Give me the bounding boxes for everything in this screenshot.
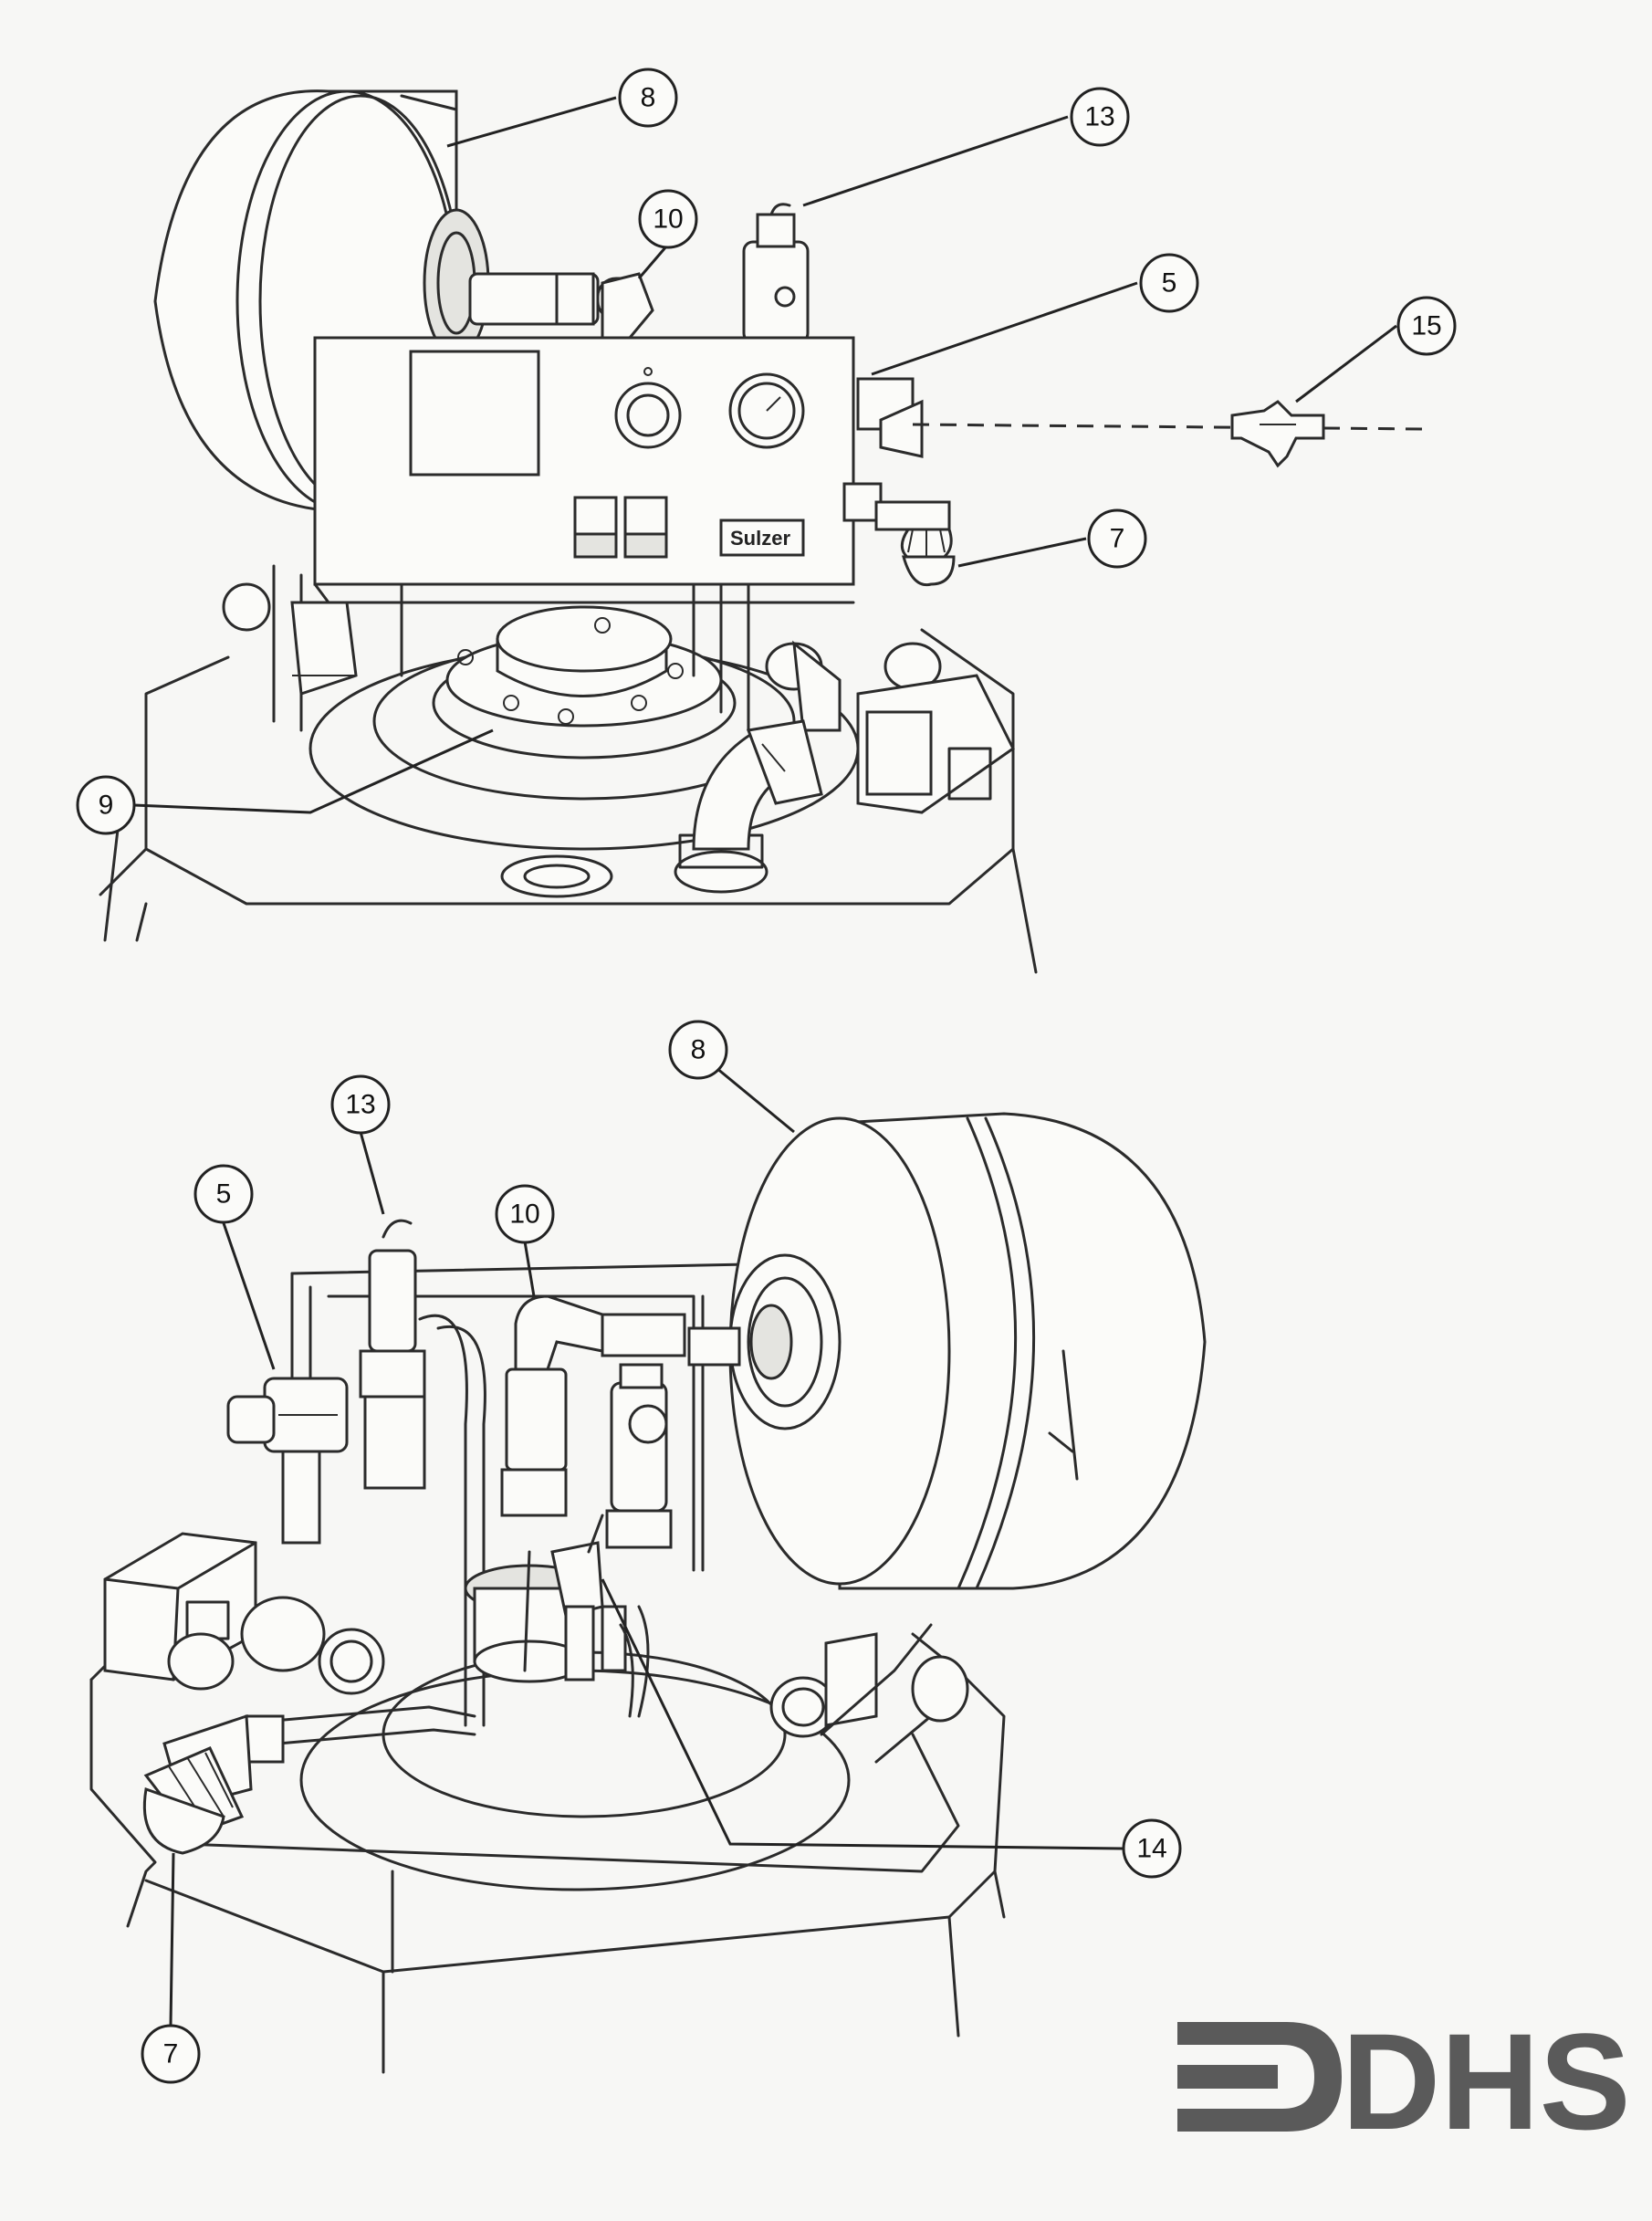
callout-bottom-14: 14 <box>1122 1818 1182 1879</box>
svg-text:10: 10 <box>509 1200 539 1230</box>
top-assembly-view: Sulzer <box>76 68 1457 974</box>
bottom-right-fittings <box>769 1623 969 1764</box>
bottom-pressure-tank <box>728 1112 1207 1590</box>
top-fittings <box>468 203 810 344</box>
svg-text:8: 8 <box>641 83 656 113</box>
top-strainer <box>912 400 1425 468</box>
callout-top-5: 5 <box>1139 253 1199 313</box>
callout-bottom-5: 5 <box>193 1164 254 1224</box>
panel-brand-label: Sulzer <box>730 527 790 550</box>
svg-text:14: 14 <box>1136 1834 1166 1864</box>
callout-bottom-8: 8 <box>668 1020 728 1080</box>
top-control-panel: Sulzer <box>313 336 855 604</box>
svg-text:13: 13 <box>345 1090 375 1120</box>
svg-text:10: 10 <box>653 204 683 235</box>
svg-text:7: 7 <box>1110 524 1125 554</box>
callout-top-8: 8 <box>618 68 678 128</box>
top-callouts: 8 13 10 5 15 <box>76 68 1457 835</box>
top-left-fittings <box>222 582 358 697</box>
bottom-junction-box <box>103 1532 476 1855</box>
svg-text:5: 5 <box>216 1179 232 1210</box>
callout-top-7: 7 <box>1087 508 1147 569</box>
bottom-assembly-view: 8 13 5 10 14 <box>89 1020 1207 2084</box>
top-junction-box <box>692 640 1015 851</box>
svg-text:5: 5 <box>1162 268 1177 299</box>
svg-text:8: 8 <box>691 1035 706 1065</box>
callout-bottom-13: 13 <box>330 1074 391 1135</box>
svg-text:9: 9 <box>99 791 114 821</box>
svg-text:7: 7 <box>163 2039 179 2069</box>
callout-top-9: 9 <box>76 775 136 835</box>
svg-text:15: 15 <box>1411 311 1441 341</box>
dhs-logo: DHS <box>1177 2005 1631 2158</box>
callout-bottom-10: 10 <box>495 1184 555 1244</box>
dhs-logo-text: DHS <box>1342 2005 1631 2158</box>
bottom-valve-cluster <box>226 1219 741 1727</box>
callout-bottom-7: 7 <box>141 2024 201 2084</box>
svg-text:13: 13 <box>1084 102 1114 132</box>
callout-top-15: 15 <box>1396 296 1457 356</box>
top-side-fittings <box>842 377 956 587</box>
top-pump-flange <box>445 605 723 728</box>
callout-top-10: 10 <box>638 189 698 249</box>
callout-top-13: 13 <box>1070 87 1130 147</box>
bottom-callouts: 8 13 5 10 14 <box>141 1020 1182 2084</box>
